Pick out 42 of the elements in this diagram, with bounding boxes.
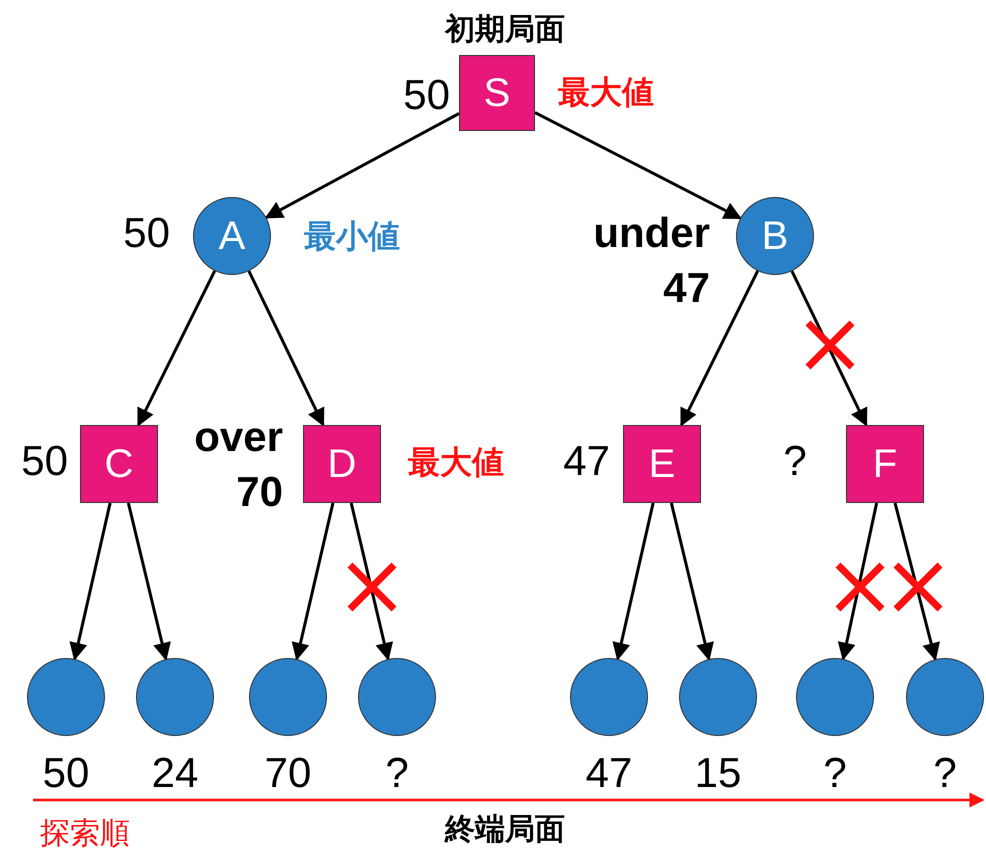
- node-value: 15: [694, 748, 742, 798]
- arrow: [350, 502, 394, 661]
- node-value: under 47: [592, 208, 710, 313]
- order-label: 探索順: [40, 816, 131, 852]
- node-value: 47: [584, 748, 634, 798]
- max-node-square: F: [846, 425, 924, 503]
- max-node-square: D: [303, 425, 381, 503]
- max-node-square: S: [459, 55, 535, 131]
- node-value: 50: [402, 70, 450, 120]
- node-value: 初期局面: [443, 12, 566, 48]
- node-value: 50: [42, 748, 90, 798]
- arrow: [838, 502, 878, 661]
- node-value: ?: [932, 748, 958, 798]
- node-value: 50: [20, 436, 68, 486]
- arrow: [136, 270, 216, 427]
- node-note: 最大値: [558, 73, 655, 112]
- arrow: [292, 502, 334, 661]
- node-value: ?: [822, 748, 848, 798]
- node-value: 70: [264, 748, 312, 798]
- arrow: [680, 270, 760, 427]
- arrow: [69, 502, 112, 661]
- min-node-circle: B: [736, 197, 814, 275]
- arrow: [248, 270, 325, 427]
- node-note: 最小値: [304, 217, 401, 256]
- node-value: 50: [122, 208, 170, 258]
- leaf-caption: 終端局面: [443, 812, 566, 848]
- max-node-square: E: [623, 425, 701, 503]
- arrow: [894, 502, 940, 661]
- node-value: ?: [384, 748, 410, 798]
- node-value: over 70: [193, 412, 283, 517]
- arrow: [534, 111, 742, 220]
- node-value: 47: [562, 436, 610, 486]
- arrow: [790, 270, 868, 427]
- node-value: ?: [782, 436, 808, 486]
- min-node-circle: A: [193, 197, 271, 275]
- arrow: [612, 502, 655, 661]
- node-note: 最大値: [408, 443, 505, 482]
- arrow: [264, 112, 460, 219]
- arrow: [670, 502, 714, 661]
- node-value: 24: [150, 748, 200, 798]
- max-node-square: C: [80, 425, 158, 503]
- arrow: [126, 502, 171, 661]
